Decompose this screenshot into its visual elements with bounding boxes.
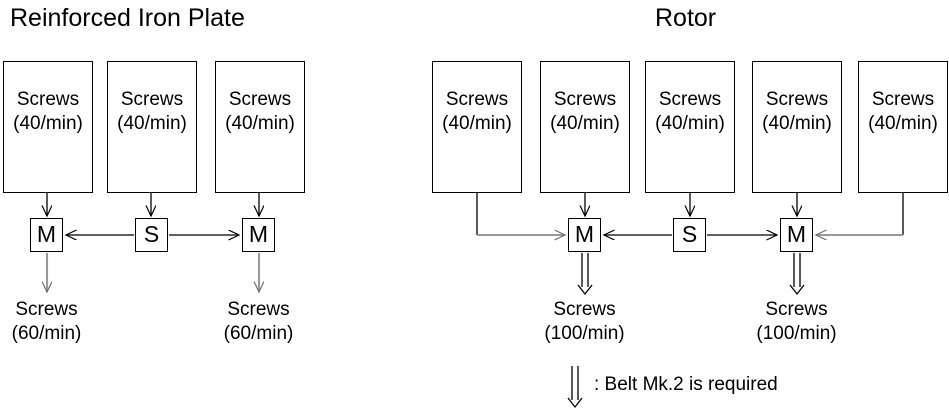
input-name: Screws [553, 89, 617, 110]
input-rate: (40/min) [13, 113, 83, 134]
output-rate: (60/min) [11, 323, 82, 344]
input-box-screws[interactable]: Screws (40/min) [3, 61, 93, 193]
wire-merger-output-mk2 [577, 253, 593, 296]
input-name: Screws [120, 89, 184, 110]
output-label-screws: Screws (100/min) [744, 298, 849, 346]
input-rate: (40/min) [225, 113, 295, 134]
input-rate: (40/min) [442, 113, 512, 134]
output-label-screws: Screws (100/min) [532, 298, 637, 346]
output-rate: (100/min) [544, 323, 625, 344]
output-rate: (100/min) [756, 323, 837, 344]
input-name: Screws [228, 89, 292, 110]
input-rate: (40/min) [655, 113, 725, 134]
merger-unit[interactable]: M [242, 218, 275, 252]
section-title-reinforced-iron-plate: Reinforced Iron Plate [10, 4, 245, 32]
wire-input5-elbow-to-merger [816, 193, 904, 235]
splitter-unit[interactable]: S [673, 218, 706, 252]
output-label-screws: Screws (60/min) [0, 298, 93, 346]
input-name: Screws [765, 89, 829, 110]
output-label-screws: Screws (60/min) [212, 298, 305, 346]
merger-unit[interactable]: M [568, 218, 601, 252]
output-name: Screws [553, 299, 616, 320]
input-rate: (40/min) [550, 113, 620, 134]
legend-double-arrow-icon [567, 366, 583, 409]
wire-merger-output-mk2 [789, 253, 805, 296]
input-rate: (40/min) [762, 113, 832, 134]
legend-label: : Belt Mk.2 is required [594, 374, 778, 395]
output-name: Screws [15, 299, 78, 320]
merger-unit[interactable]: M [780, 218, 813, 252]
input-box-screws[interactable]: Screws (40/min) [215, 61, 305, 193]
input-name: Screws [658, 89, 722, 110]
merger-unit[interactable]: M [30, 218, 63, 252]
input-box-screws[interactable]: Screws (40/min) [752, 61, 842, 193]
splitter-unit[interactable]: S [135, 218, 168, 252]
section-title-rotor: Rotor [655, 4, 717, 32]
input-box-screws[interactable]: Screws (40/min) [858, 61, 948, 193]
input-rate: (40/min) [868, 113, 938, 134]
input-box-screws[interactable]: Screws (40/min) [540, 61, 630, 193]
output-rate: (60/min) [223, 323, 294, 344]
input-name: Screws [445, 89, 509, 110]
input-rate: (40/min) [117, 113, 187, 134]
input-box-screws[interactable]: Screws (40/min) [107, 61, 197, 193]
input-name: Screws [16, 89, 80, 110]
output-name: Screws [227, 299, 290, 320]
wire-input1-elbow-to-merger [476, 193, 565, 235]
input-box-screws[interactable]: Screws (40/min) [645, 61, 735, 193]
input-name: Screws [871, 89, 935, 110]
input-box-screws[interactable]: Screws (40/min) [432, 61, 522, 193]
output-name: Screws [765, 299, 828, 320]
